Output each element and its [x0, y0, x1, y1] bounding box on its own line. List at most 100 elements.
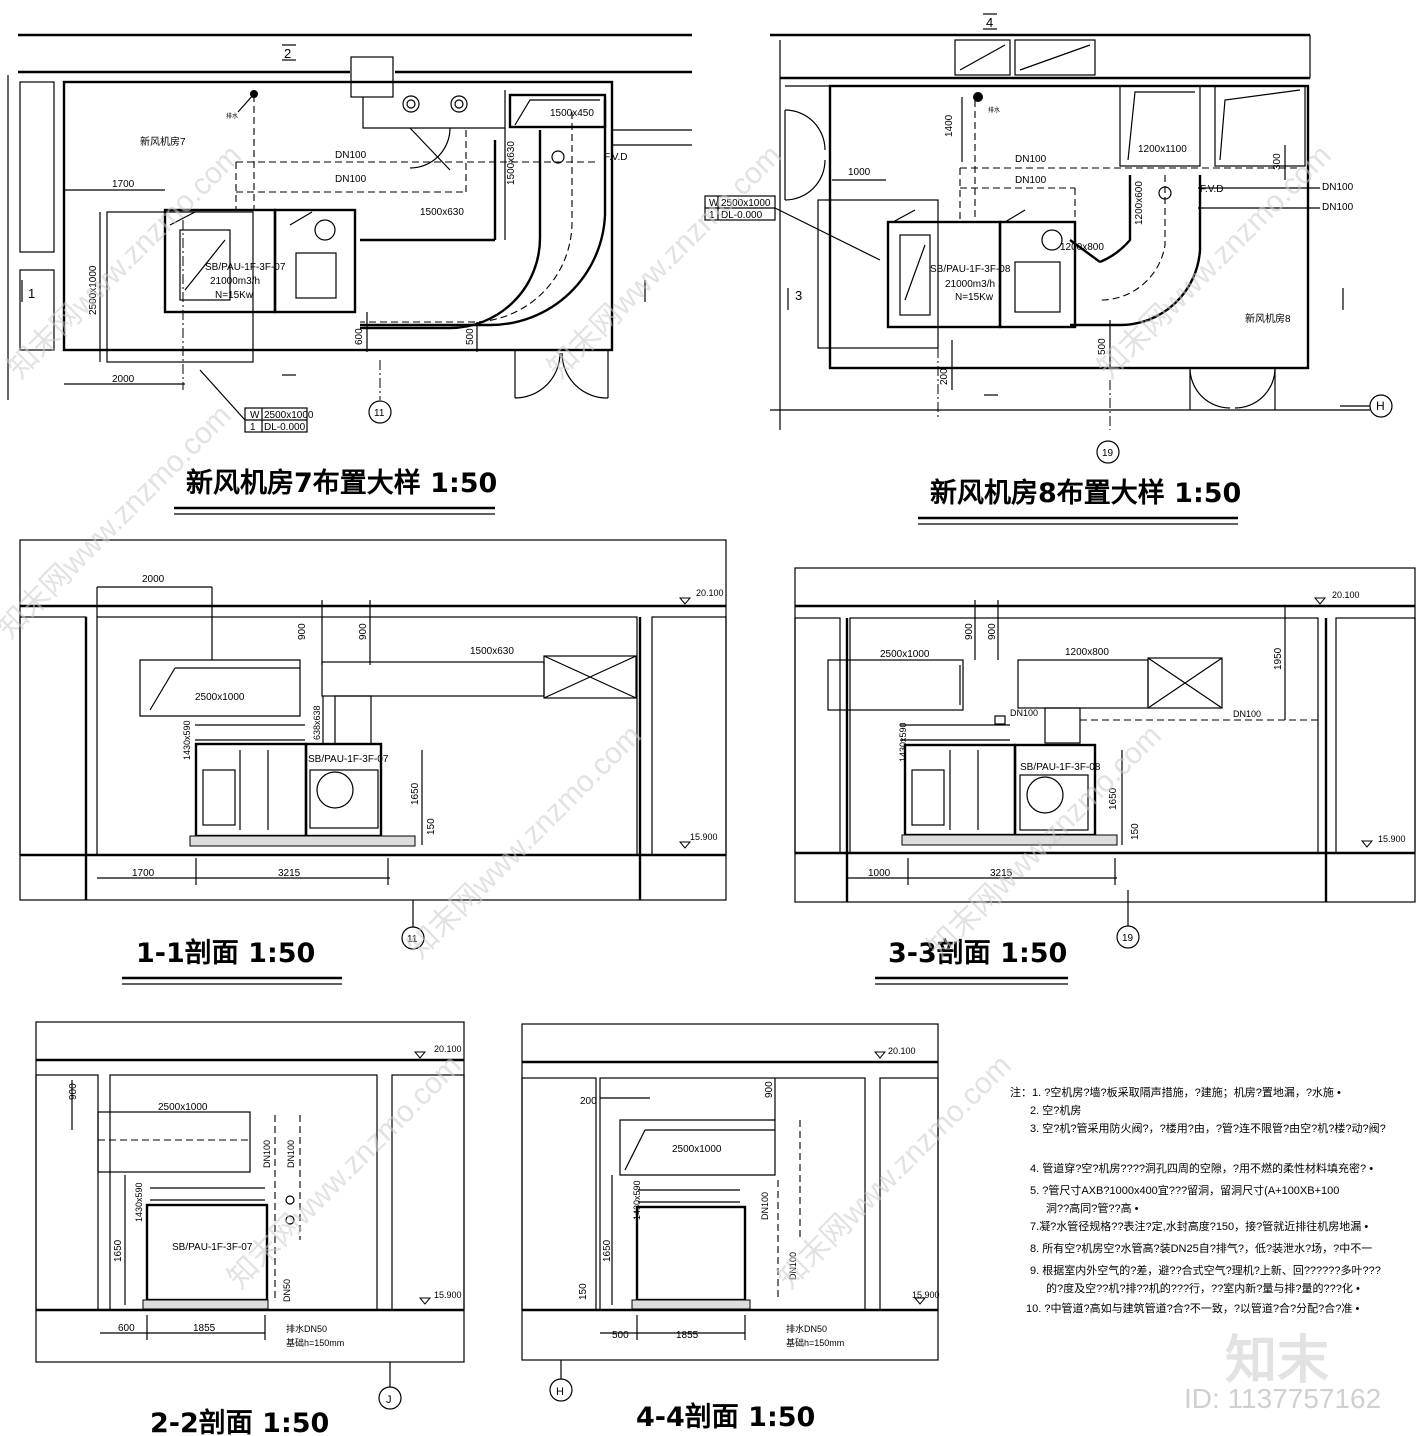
- plan-7-sec-1: 1: [28, 286, 35, 301]
- note-1: 注：1. ?空机房?墙?板采取隔声措施，?建施；机房?置地漏，?水施 •: [1010, 1085, 1341, 1099]
- plan-7-duct-top: 1500x450: [550, 108, 594, 119]
- plan-8-fvd: F.V.D: [1200, 184, 1224, 195]
- sec-2-2-unit-tag: SB/PAU-1F-3F-07: [172, 1242, 253, 1253]
- note-10: 10. ?中管道?高如与建筑管道?合?不一致，?以管道?合?分配?合?准 •: [1026, 1301, 1359, 1315]
- note-5b: 洞??高同?管??高 •: [1046, 1201, 1139, 1215]
- plan-7-flow: 21000m3/h: [210, 276, 260, 287]
- sec-3-3-axis: 19: [1122, 933, 1134, 944]
- plan-7-labels: 新风机房7布置大样 1:50 新风机房7 SB/PAU-1F-3F-07 210…: [28, 46, 628, 499]
- plan-8-room-label: 新风机房8: [1245, 312, 1291, 325]
- plan-8-axis: 19: [1102, 448, 1114, 459]
- sec-2-2-base-h: 基础h=150mm: [286, 1337, 344, 1348]
- plan-7-dim-2000: 2000: [112, 374, 135, 385]
- section-4-4: [521, 1023, 939, 1402]
- sec-2-2-drain: 排水DN50: [286, 1323, 327, 1334]
- note-9b: 的?度及空??机?排??机的???行，??室内新?量与排?量的???化 •: [1046, 1281, 1360, 1295]
- sec-4-4-base-h: 基础h=150mm: [786, 1337, 844, 1348]
- plan-8-sec-3: 3: [795, 288, 802, 303]
- sec-3-3-unit-tag: SB/PAU-1F-3F-08: [1020, 762, 1101, 773]
- watermark-site-7: 知末网www.znzmo.com: [222, 1049, 468, 1295]
- plan-8-small-label: 排水: [988, 106, 1000, 114]
- notes-block: 注：1. ?空机房?墙?板采取隔声措施，?建施；机房?置地漏，?水施 • 2. …: [1010, 1085, 1386, 1315]
- plan-7-dim-600: 600: [354, 328, 365, 345]
- sec-3-3-elev-bot: 15.900: [1378, 834, 1406, 844]
- plan-7-tag-1: 1: [250, 422, 256, 433]
- plan-7-base-dim: 2500x1000: [88, 265, 99, 315]
- plan-8-pipe2: DN100: [1015, 175, 1047, 186]
- sec-4-4-dn1: DN100: [760, 1192, 770, 1220]
- sec-3-3-dim-3215: 3215: [990, 868, 1013, 879]
- sec-2-2-dn2: DN100: [286, 1140, 296, 1168]
- sec-1-1-unit-tag: SB/PAU-1F-3F-07: [308, 754, 389, 765]
- watermark-id: ID: 1137757162: [1184, 1383, 1381, 1414]
- sec-1-1-dim-2000: 2000: [142, 574, 165, 585]
- sec-1-1-title: 1-1剖面 1:50: [136, 937, 315, 969]
- note-8: 8. 所有空?机房空?水管高?装DN25自?排气?，低?装泄水?场，?中不一: [1030, 1241, 1372, 1255]
- sec-4-4-dim-1855: 1855: [676, 1330, 699, 1341]
- watermark-site-4: 知末网www.znzmo.com: [0, 399, 238, 645]
- sec-4-4-dim-500: 500: [612, 1330, 629, 1341]
- sec-3-3-dim-1430: 1430x590: [898, 722, 908, 762]
- plan-7-dim-500: 500: [465, 328, 476, 345]
- sec-4-4-dn2: DN100: [788, 1252, 798, 1280]
- sec-3-3-hood: 2500x1000: [880, 649, 930, 660]
- note-4: 4. 管道穿?空?机房????洞孔四周的空隙，?用不燃的柔性材料填充密? •: [1030, 1161, 1373, 1175]
- sec-2-2-dn1: DN100: [262, 1140, 272, 1168]
- note-9: 9. 根据室内外空气的?差，避??合式空气?理机?上新、回??????多叶???: [1030, 1263, 1381, 1277]
- plan-8-tag-1: 1: [709, 210, 715, 221]
- plan-8-unit-tag: SB/PAU-1F-3F-08: [930, 264, 1011, 275]
- sec-3-3-duct: 1200x800: [1065, 647, 1109, 658]
- plan-7-title: 新风机房7布置大样 1:50: [186, 467, 497, 499]
- sec-1-1-duct: 1500x630: [470, 646, 514, 657]
- plan-8-title: 新风机房8布置大样 1:50: [930, 477, 1241, 509]
- plan-8-dim-1000: 1000: [848, 167, 871, 178]
- plan-8-axis-h: H: [1376, 399, 1385, 413]
- plan-7-fvd: F.V.D: [604, 152, 628, 163]
- plan-7-pipe1: DN100: [335, 150, 367, 161]
- plan-8-dim-500: 500: [1097, 338, 1108, 355]
- sec-1-1-dim-1650: 1650: [410, 782, 421, 805]
- watermark-site-5: 知末网www.znzmo.com: [402, 719, 648, 965]
- plan-8-sec-4: 4: [986, 15, 993, 30]
- sec-2-2-dim-600: 600: [118, 1323, 135, 1334]
- plan-8-duct-top: 1200x1100: [1138, 144, 1187, 155]
- plan-8-dim-1400: 1400: [944, 114, 955, 137]
- section-1-1-labels: 1-1剖面 1:50 20.100 15.900 2000 900 900 15…: [132, 574, 724, 969]
- plan-8-tag-w-val: 2500x1000: [721, 198, 771, 209]
- plan-8-pipe1: DN100: [1015, 154, 1047, 165]
- plan-7-sec-2: 2: [284, 46, 291, 61]
- plan-8-dn-right1: DN100: [1322, 182, 1354, 193]
- sec-2-2-dim-1650: 1650: [113, 1239, 124, 1262]
- plan-8-duct-main: 1200x800: [1060, 242, 1104, 253]
- sec-3-3-dn2: DN100: [1233, 709, 1261, 719]
- plan-8-dn-right2: DN100: [1322, 202, 1354, 213]
- sec-3-3-dn1: DN100: [1010, 708, 1038, 718]
- plan-8-duct-vert: 1200x600: [1134, 181, 1145, 225]
- plan-7-axis: 11: [374, 408, 385, 419]
- sec-3-3-dim-150: 150: [1130, 823, 1141, 840]
- plan-8-tag-w: W: [709, 198, 719, 209]
- sec-3-3-dim-1650: 1650: [1108, 787, 1119, 810]
- sec-2-2-dn50: DN50: [282, 1279, 292, 1302]
- sec-1-1-elev-bot: 15.900: [690, 832, 718, 842]
- watermark-site-8: 知末网www.znzmo.com: [772, 1049, 1018, 1295]
- sec-1-1-axis: 11: [407, 934, 418, 945]
- section-2-2: [35, 1021, 465, 1410]
- sec-2-2-axis: J: [386, 1394, 392, 1406]
- sec-2-2-dim-900: 900: [68, 1083, 79, 1100]
- note-2: 2. 空?机房: [1030, 1103, 1081, 1117]
- plan-8-dim-300: 300: [1272, 153, 1283, 170]
- sec-4-4-axis: H: [556, 1386, 564, 1398]
- plan-8-dim-200: 200: [939, 368, 950, 385]
- plan-8-labels: 新风机房8布置大样 1:50 新风机房8 SB/PAU-1F-3F-08 210…: [709, 15, 1385, 509]
- plan-7-power: N=15Kw: [215, 290, 254, 301]
- plan-8-tag-dl: DL-0.000: [721, 210, 763, 221]
- plan-7-room-label: 新风机房7: [140, 135, 186, 148]
- sec-1-1-dim-638: 638x638: [312, 705, 322, 740]
- sec-2-2-title: 2-2剖面 1:50: [150, 1407, 329, 1436]
- plan-7-small-label: 排水: [226, 112, 238, 120]
- sec-4-4-elev-top: 20.100: [888, 1046, 916, 1056]
- sec-4-4-dim-900: 900: [764, 1081, 775, 1098]
- sec-1-1-dim-900a: 900: [297, 623, 308, 640]
